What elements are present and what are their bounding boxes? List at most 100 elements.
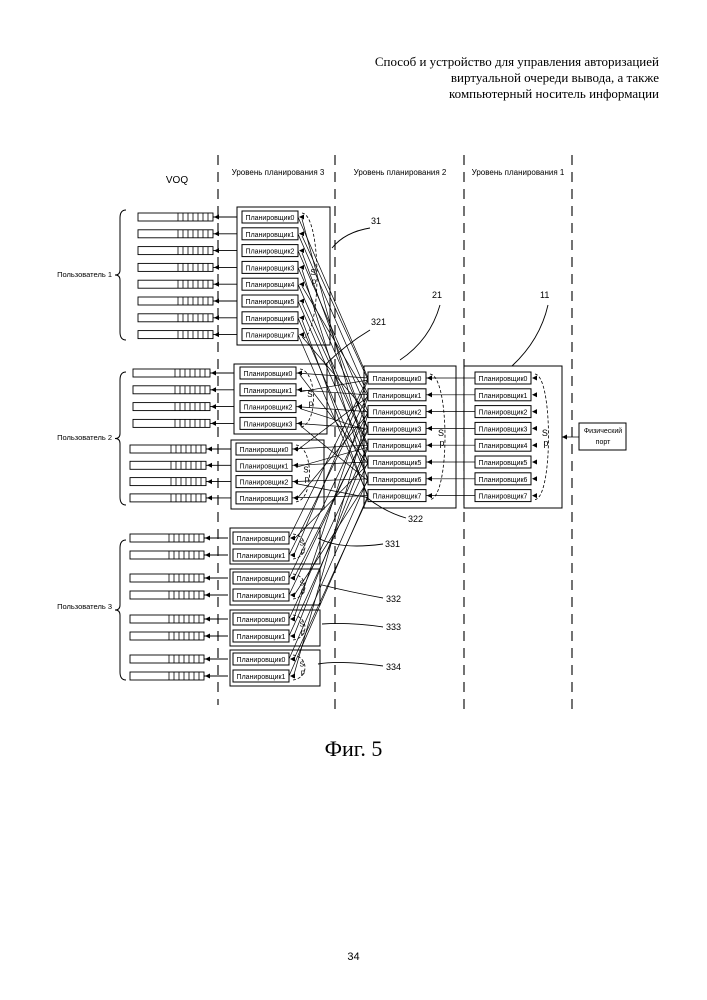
scheduler-4: Планировщик4 [242, 278, 298, 290]
callout-21: 21 [400, 290, 442, 360]
user-label-2: Пользователь 2 [57, 433, 112, 442]
queue-arrow [214, 231, 219, 236]
scheduler-5: Планировщик5 [368, 456, 426, 468]
scheduler-label: Планировщик1 [237, 634, 286, 641]
group-334: Планировщик0Планировщик1Sp [230, 650, 320, 686]
scheduler-label: Планировщик0 [373, 376, 422, 383]
scheduler-label: Планировщик7 [373, 494, 422, 501]
group-21: Планировщик0Планировщик1Планировщик2План… [364, 366, 456, 508]
scheduler-0: Планировщик0 [233, 572, 289, 584]
voq-queue [130, 478, 231, 486]
scheduler-3: Планировщик3 [242, 261, 298, 273]
scheduler-3: Планировщик3 [236, 492, 292, 504]
scheduler-label: Планировщик0 [237, 536, 286, 543]
scheduler-label: Планировщик0 [237, 617, 286, 624]
voq-queue [133, 386, 235, 394]
scheduler-label: Планировщик5 [479, 460, 528, 467]
scheduler-7: Планировщик7 [475, 490, 531, 502]
queue-arrow [207, 447, 212, 452]
voq-queue [138, 331, 237, 339]
scheduler-1: Планировщик1 [242, 228, 298, 240]
callout-31: 31 [332, 216, 381, 248]
voq-queue [138, 314, 237, 322]
scheduler-2: Планировщик2 [475, 406, 531, 418]
group-11: Планировщик0Планировщик1Планировщик2План… [464, 366, 562, 508]
port-arrow [562, 435, 567, 440]
callout-332: 332 [322, 585, 401, 604]
user-label-1: Пользователь 1 [57, 270, 112, 279]
scheduler-2: Планировщик2 [236, 476, 292, 488]
physical-port-label-1: Физический [584, 427, 622, 435]
scheduler-label: Планировщик4 [479, 443, 528, 450]
queue-arrow [211, 387, 216, 392]
voq-queue [130, 655, 228, 663]
figure-caption: Фиг. 5 [0, 736, 707, 762]
scheduler-4: Планировщик4 [368, 439, 426, 451]
callout-334: 334 [318, 662, 401, 672]
scheduler-7: Планировщик7 [368, 490, 426, 502]
callout-label: 321 [371, 317, 386, 327]
scheduler-label: Планировщик4 [246, 282, 295, 289]
scheduler-label: Планировщик0 [237, 657, 286, 664]
scheduler-1: Планировщик1 [233, 549, 289, 561]
scheduler-0: Планировщик0 [236, 443, 292, 455]
scheduler-0: Планировщик0 [242, 211, 298, 223]
voq-queue [138, 213, 237, 221]
sp-label-s: S [542, 428, 548, 438]
scheduler-label: Планировщик1 [237, 553, 286, 560]
scheduler-1: Планировщик1 [475, 389, 531, 401]
scheduler-label: Планировщик3 [479, 426, 528, 433]
voq-queue [130, 494, 231, 502]
scheduler-1: Планировщик1 [236, 459, 292, 471]
queue-arrow [214, 215, 219, 220]
scheduler-4: Планировщик4 [475, 439, 531, 451]
level1-header: Уровень планирования 1 [472, 168, 565, 177]
scheduler-0: Планировщик0 [233, 653, 289, 665]
scheduler-3: Планировщик3 [475, 422, 531, 434]
sp-label-p: p [305, 474, 310, 483]
callout-label: 334 [386, 662, 401, 672]
callout-label: 31 [371, 216, 381, 226]
queue-arrow [211, 371, 216, 376]
scheduler-label: Планировщик1 [237, 674, 286, 681]
scheduler-1: Планировщик1 [233, 589, 289, 601]
scheduler-label: Планировщик5 [246, 299, 295, 306]
scheduler-label: Планировщик7 [479, 494, 528, 501]
scheduler-2: Планировщик2 [240, 401, 296, 413]
callout-333: 333 [322, 622, 401, 632]
scheduler-label: Планировщик6 [246, 316, 295, 323]
scheduler-1: Планировщик1 [368, 389, 426, 401]
sp-label-p: p [309, 399, 314, 408]
queue-arrow [214, 315, 219, 320]
scheduler-label: Планировщик7 [246, 333, 295, 340]
voq-queue [130, 615, 228, 623]
scheduler-0: Планировщик0 [368, 372, 426, 384]
voq-queue [130, 591, 228, 599]
voq-queue [130, 534, 228, 542]
scheduler-1: Планировщик1 [233, 670, 289, 682]
queue-arrow [207, 463, 212, 468]
scheduler-label: Планировщик1 [373, 393, 422, 400]
scheduler-label: Планировщик3 [240, 496, 289, 503]
scheduler-label: Планировщик2 [244, 405, 293, 412]
scheduler-label: Планировщик2 [240, 480, 289, 487]
voq-queue [133, 419, 235, 427]
voq-queue [130, 461, 231, 469]
voq-queue [138, 230, 237, 238]
queue-arrow [205, 593, 210, 598]
voq-queue [130, 551, 228, 559]
scheduler-label: Планировщик0 [237, 576, 286, 583]
callout-label: 331 [385, 539, 400, 549]
scheduler-5: Планировщик5 [475, 456, 531, 468]
physical-port: Физическийпорт [579, 423, 626, 450]
scheduler-label: Планировщик1 [237, 593, 286, 600]
scheduler-2: Планировщик2 [242, 245, 298, 257]
queue-arrow [205, 634, 210, 639]
sp-label-s: S [303, 465, 308, 474]
scheduler-6: Планировщик6 [475, 473, 531, 485]
queue-arrow [214, 265, 219, 270]
callout-label: 333 [386, 622, 401, 632]
queue-arrow [214, 299, 219, 304]
queue-arrow [207, 495, 212, 500]
